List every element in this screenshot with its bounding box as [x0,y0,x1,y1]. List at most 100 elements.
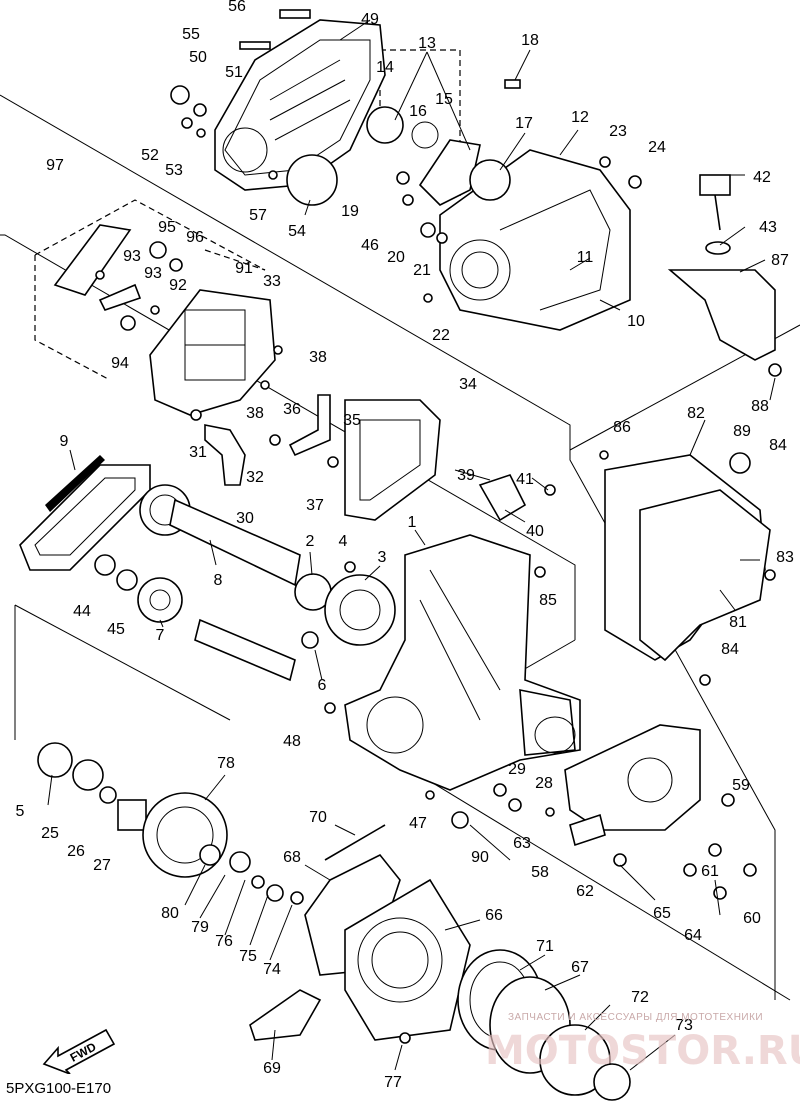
label-36: 36 [283,401,301,418]
diagram-code: 5PXG100-E170 [6,1080,112,1097]
label-90: 90 [471,849,489,866]
gasket-34 [344,399,441,521]
label-73: 73 [675,1017,693,1034]
label-39: 39 [457,467,475,484]
label-95: 95 [158,219,176,236]
label-82: 82 [687,405,705,422]
label-40: 40 [526,523,544,540]
label-50: 50 [189,49,207,66]
label-59: 59 [732,777,750,794]
label-91: 91 [235,260,253,277]
label-34: 34 [459,376,477,393]
small-fasteners-91-96 [95,241,183,331]
label-42: 42 [753,169,771,186]
crankcase-cover-49 [214,19,386,191]
label-62: 62 [576,883,594,900]
label-94: 94 [111,355,129,372]
drive-belt-9 [19,455,151,571]
label-30: 30 [236,510,254,527]
label-6: 6 [318,677,327,694]
bracket-69 [249,989,322,1041]
label-66: 66 [485,907,503,924]
label-79: 79 [191,919,209,936]
oil-pump-group [366,106,511,206]
label-44: 44 [73,603,91,620]
label-96: 96 [186,229,204,246]
label-37: 37 [306,497,324,514]
label-23: 23 [609,123,627,140]
hose-parts-30-37 [190,394,339,486]
label-54: 54 [288,223,306,240]
label-85: 85 [539,592,557,609]
middle-housing-33 [149,289,276,416]
bearing-3 [301,574,396,649]
label-53: 53 [165,162,183,179]
label-2: 2 [306,533,315,550]
label-72: 72 [631,989,649,1006]
label-52: 52 [141,147,159,164]
dipstick-42-43 [699,174,731,255]
label-1: 1 [408,514,417,531]
label-71: 71 [536,938,554,955]
leader-lines [47,19,776,1071]
label-31: 31 [189,444,207,461]
label-63: 63 [513,835,531,852]
label-33: 33 [263,273,281,290]
label-46: 46 [361,237,379,254]
main-case-1 [344,534,581,791]
label-26: 26 [67,843,85,860]
label-80: 80 [161,905,179,922]
label-49: 49 [361,11,379,28]
cover-81-gasket-82 [604,452,771,662]
label-21: 21 [413,262,431,279]
label-13: 13 [418,35,436,52]
pulley-78 [142,792,304,905]
label-64: 64 [684,927,702,944]
label-86: 86 [613,419,631,436]
label-78: 78 [217,755,235,772]
label-29: 29 [508,761,526,778]
label-7: 7 [156,627,165,644]
label-70: 70 [309,809,327,826]
label-61: 61 [701,863,719,880]
label-35: 35 [343,412,361,429]
cap-72-73 [539,1024,631,1101]
label-28: 28 [535,775,553,792]
label-75: 75 [239,948,257,965]
label-67: 67 [571,959,589,976]
label-57: 57 [249,207,267,224]
label-4: 4 [339,533,348,550]
filler-neck-39 [478,474,556,522]
label-38b: 38 [246,405,264,422]
label-48: 48 [283,733,301,750]
housing-58-65 [564,724,701,847]
label-92: 92 [169,277,187,294]
label-16: 16 [409,103,427,120]
label-15: 15 [435,91,453,108]
bracket-87 [667,269,782,377]
watermark-subtitle: ЗАПЧАСТИ И АКСЕССУАРЫ ДЛЯ МОТОТЕХНИКИ [508,1012,764,1023]
bracket-97 [53,224,132,296]
callout-labels: 1 2 3 4 5 6 7 8 9 10 11 12 13 14 15 16 1… [16,0,794,1091]
label-5: 5 [16,803,25,820]
label-3: 3 [378,549,387,566]
label-32: 32 [246,469,264,486]
label-24: 24 [648,139,666,156]
label-74: 74 [263,961,281,978]
fwd-arrow-icon: FWD [42,1028,116,1074]
label-41: 41 [516,471,534,488]
label-84b: 84 [721,641,739,658]
watermark-logo: MOTOSTOR.RU [485,1028,800,1074]
label-45: 45 [107,621,125,638]
label-9: 9 [60,433,69,450]
label-69: 69 [263,1060,281,1077]
label-22: 22 [432,327,450,344]
label-84: 84 [769,437,787,454]
label-89: 89 [733,423,751,440]
label-17: 17 [515,115,533,132]
label-8: 8 [214,572,223,589]
label-93: 93 [123,248,141,265]
label-20: 20 [387,249,405,266]
label-58: 58 [531,864,549,881]
